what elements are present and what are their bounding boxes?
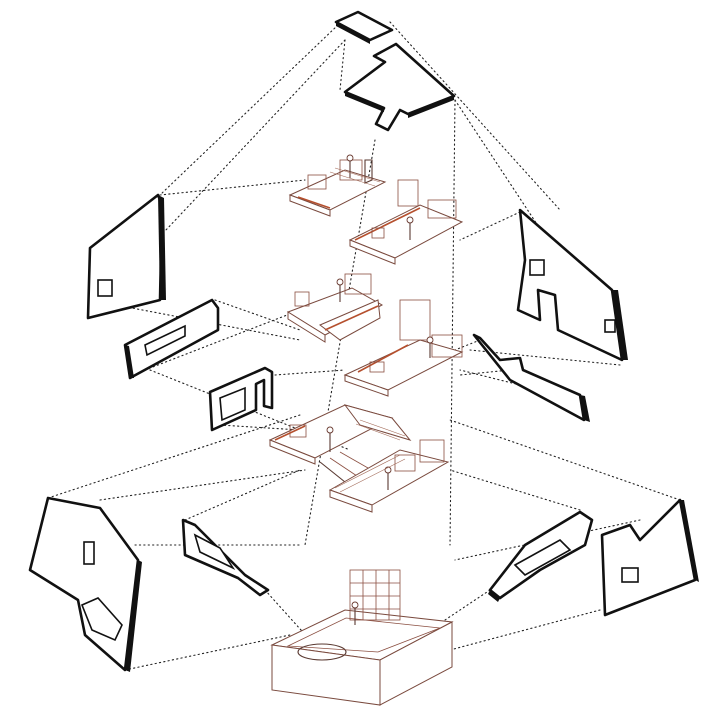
floor-level-4-left — [288, 154, 387, 217]
floor-level-2-upper — [268, 404, 412, 465]
slot-opening — [513, 539, 572, 576]
left-stair-wall-panel — [181, 518, 270, 597]
projection-lines — [47, 21, 681, 671]
window-opening — [621, 567, 639, 583]
window-opening — [144, 324, 186, 357]
person-figure — [336, 278, 344, 286]
right-mid-wall-panel — [472, 333, 590, 422]
floor-level-3-right — [343, 299, 464, 397]
roof-cap-panel — [334, 10, 394, 44]
window-opening — [529, 259, 545, 276]
window-opening — [80, 597, 123, 642]
person-figure — [326, 426, 334, 434]
window-opening — [604, 319, 616, 333]
left-lower-wall-panel — [28, 496, 142, 672]
window-opening — [193, 533, 236, 570]
window-opening — [97, 279, 113, 297]
right-lower-wall-panel — [600, 498, 699, 617]
person-figure — [426, 336, 434, 344]
left-upper-wall-panel — [86, 193, 166, 320]
left-window-panel — [123, 298, 220, 380]
floor-level-4-right — [348, 179, 464, 265]
floor-level-3-left — [286, 273, 384, 343]
left-door-panel — [208, 366, 274, 432]
right-upper-wall-panel — [516, 208, 628, 362]
window-opening — [83, 541, 95, 565]
window-opening — [219, 386, 246, 422]
car-icon — [297, 643, 347, 661]
person-figure — [351, 601, 359, 609]
floor-level-2-lower — [328, 439, 450, 513]
roof-slab-panel — [343, 42, 456, 132]
person-figure — [346, 154, 354, 162]
floor-level-1-box — [270, 569, 454, 706]
right-lower-slot-panel — [488, 510, 594, 602]
person-figure — [406, 216, 414, 224]
